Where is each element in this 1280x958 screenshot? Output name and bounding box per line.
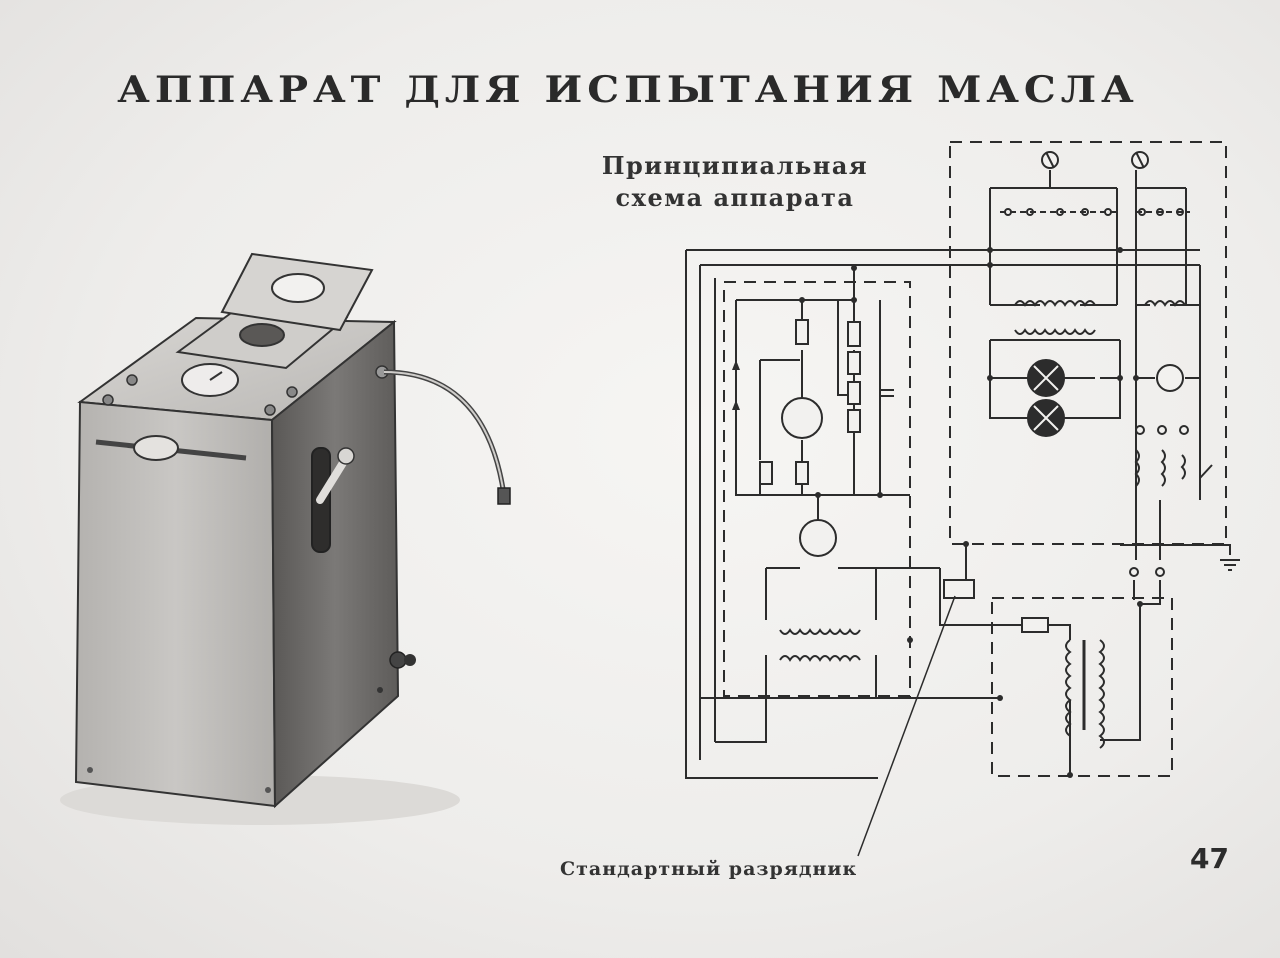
voltmeter-icon <box>781 397 823 439</box>
resistor-icon <box>847 409 861 433</box>
transformer-coil-icon <box>1144 300 1186 307</box>
relay-coil-icon <box>1134 449 1186 487</box>
plug-icon <box>497 487 511 505</box>
page-number: 47 <box>1190 842 1229 875</box>
filament-coil-icon <box>779 655 861 662</box>
filament-coil-icon <box>779 628 861 635</box>
resistor-icon <box>795 461 809 485</box>
page-title: АППАРАТ ДЛЯ ИСПЫТАНИЯ МАСЛА <box>117 67 1139 112</box>
resistor-icon <box>759 461 773 485</box>
schematic-caption-line-1: Принципиальная <box>601 151 869 180</box>
oil-cup-opening-icon <box>239 323 285 347</box>
front-gauge-icon <box>133 435 179 461</box>
resistor-icon <box>795 319 809 345</box>
spark-gap-icon <box>943 579 975 599</box>
schematic-caption: Принципиальная схема аппарата <box>590 150 880 214</box>
transformer-coil-icon <box>1014 328 1096 335</box>
switch-lever-icon <box>316 454 350 504</box>
transformer-frame <box>991 597 1173 777</box>
resistor-icon <box>847 321 861 347</box>
lid-window-icon <box>271 273 325 303</box>
hv-block-frame <box>949 141 1227 545</box>
hv-transformer-primary-icon <box>1065 639 1072 737</box>
resistor-icon <box>847 351 861 375</box>
box-side <box>270 319 400 809</box>
hv-transformer-secondary-icon <box>1098 639 1105 749</box>
rectifier-tube-icon <box>799 519 837 557</box>
meter-icon <box>1156 364 1184 392</box>
spark-gap-label: Стандартный разрядник <box>560 858 858 880</box>
callout-leader <box>857 595 956 857</box>
transformer-coil-icon <box>1014 300 1096 307</box>
schematic-caption-line-2: схема аппарата <box>615 183 855 212</box>
resistor-icon <box>847 381 861 405</box>
fuse-icon <box>1021 617 1049 633</box>
